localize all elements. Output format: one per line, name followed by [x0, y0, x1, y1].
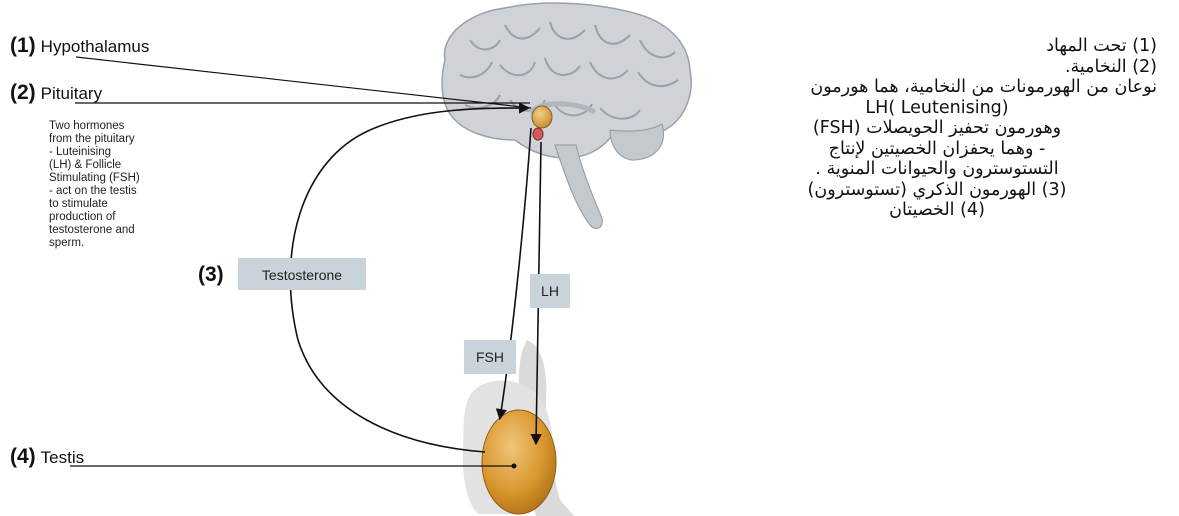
pituitary-description-line: Stimulating (FSH): [49, 172, 140, 184]
arabic-note-line: (3) الهورمون الذكري (تستوسترون): [717, 180, 1157, 201]
label-testis-name: Testis: [41, 448, 84, 467]
fsh-box-label: FSH: [476, 349, 504, 365]
pituitary-description-line: (LH) & Follicle: [49, 159, 121, 171]
arabic-note-line: (2) النخامية.: [717, 57, 1157, 78]
pituitary-description-line: - Luteinising: [49, 146, 111, 158]
arabic-note-line: التستوسترون والحيوانات المنوية .: [717, 159, 1157, 180]
pituitary-description-line: to stimulate: [49, 198, 108, 210]
arabic-note-line: - وهما يحفزان الخصيتين لإنتاج: [717, 139, 1157, 160]
arabic-note-line: (4) الخصيتان: [717, 200, 1157, 221]
fsh-box: FSH: [464, 340, 516, 374]
hypothalamus-gland: [532, 106, 552, 128]
label-hypothalamus-name: Hypothalamus: [41, 37, 150, 56]
arabic-note-line: (1) تحت المهاد: [717, 36, 1157, 57]
testosterone-box-label: Testosterone: [262, 267, 342, 283]
label-pituitary: (2) Pituitary: [10, 81, 103, 104]
testosterone-box: Testosterone: [238, 258, 366, 290]
label-hypothalamus: (1) Hypothalamus: [10, 34, 149, 57]
arabic-notes: (1) تحت المهاد (2) النخامية. نوعان من ال…: [717, 36, 1157, 221]
pituitary-description-line: sperm.: [49, 237, 84, 249]
pituitary-description-line: production of: [49, 211, 116, 223]
pituitary-gland: [533, 128, 543, 140]
label-testosterone-number: (3): [198, 263, 224, 286]
label-pituitary-name: Pituitary: [41, 84, 103, 103]
testis-organ: [482, 410, 556, 514]
label-pituitary-number: (2): [10, 81, 36, 104]
pituitary-description-line: from the pituitary: [49, 133, 135, 145]
arabic-note-line: LH( Leutenising): [717, 98, 1157, 119]
pituitary-description: Two hormones from the pituitary - Lutein…: [49, 120, 140, 249]
label-testis: (4) Testis: [10, 445, 84, 468]
arabic-note-line: وهورمون تحفيز الحويصلات (FSH): [717, 118, 1157, 139]
label-testis-number: (4): [10, 445, 36, 468]
lh-box-label: LH: [541, 283, 559, 299]
arabic-note-line: نوعان من الهورمونات من النخامية، هما هور…: [717, 77, 1157, 98]
brain-illustration: [442, 3, 691, 228]
label-hypothalamus-number: (1): [10, 34, 36, 57]
pituitary-description-line: Two hormones: [49, 120, 125, 132]
pituitary-description-line: testosterone and: [49, 224, 135, 236]
pituitary-description-line: - act on the testis: [49, 185, 137, 197]
lh-box: LH: [530, 274, 570, 308]
